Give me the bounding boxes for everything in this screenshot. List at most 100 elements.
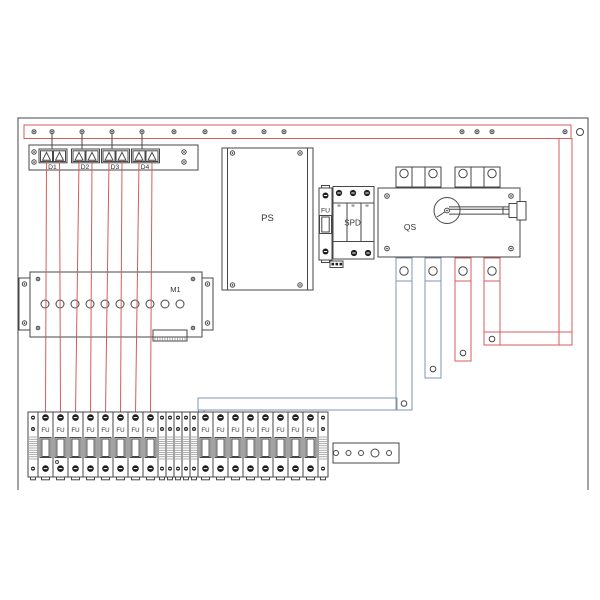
terminal-foot: [183, 476, 189, 481]
screw-dot: [111, 130, 113, 133]
fuse-module: FU: [127, 411, 144, 481]
fuse-window: [291, 438, 300, 457]
qs-output-bar: [483, 257, 501, 346]
screw-dot: [183, 151, 185, 153]
diode-module-label: D4: [141, 164, 150, 171]
power-supply-unit: PS: [221, 147, 314, 291]
screw-slot: [58, 417, 63, 419]
qs-output-bar: [395, 257, 413, 411]
qs-lug-hole: [399, 168, 409, 179]
terminal-block: [173, 411, 183, 481]
ground-bar-hole: [386, 450, 392, 456]
monitoring-module: M1: [18, 271, 214, 342]
screw-dot: [204, 130, 206, 133]
diode-symbol: [134, 151, 144, 161]
screw-slot: [160, 428, 164, 430]
fuse-module: FU: [97, 411, 114, 481]
spd-aux-pins: [331, 262, 343, 266]
fuse-window: [116, 438, 125, 457]
terminal-foot: [30, 476, 36, 481]
fuse-window: [201, 438, 210, 457]
bar-lug-hole: [458, 266, 468, 276]
screw-slot: [168, 428, 172, 430]
bar-run: [454, 280, 472, 362]
screw-dot: [231, 152, 234, 154]
screw-slot: [248, 468, 253, 470]
screw-slot: [160, 468, 164, 470]
screw-dot: [206, 322, 209, 324]
fu-label: FU: [321, 208, 330, 215]
screw-slot: [233, 468, 238, 470]
spd-pole-mark: [365, 204, 369, 207]
fuse-label: FU: [86, 427, 94, 434]
fuse-label: FU: [101, 427, 109, 434]
busbar-riser-right: [558, 138, 573, 346]
qs-corner-screws: [384, 193, 514, 252]
screw-slot: [321, 468, 325, 470]
fuse-label: FU: [201, 427, 209, 434]
screw-slot: [293, 417, 298, 419]
diode-strip: D1 D2 D3 D4: [28, 133, 199, 171]
screw-dot: [37, 327, 39, 329]
spd-pole-mark: [337, 204, 341, 207]
bar-end-hole: [459, 349, 467, 357]
fuse-module: FU: [37, 411, 54, 481]
diode-module: D3: [101, 133, 130, 171]
fuse-window: [276, 438, 285, 457]
cabinet: [17, 117, 589, 490]
screw-slot: [88, 417, 93, 419]
screw-slot: [192, 428, 196, 430]
diode-strip-screws: [31, 149, 187, 165]
dc-busbar: [23, 124, 573, 346]
diode-module-label: D2: [81, 164, 90, 171]
screw-slot: [168, 417, 172, 419]
cabinet-frame: [17, 117, 589, 490]
fuse-window: [306, 438, 315, 457]
fuse-foot: [71, 476, 80, 481]
fuse-window: [146, 438, 155, 457]
fuse-module: FU: [197, 411, 214, 481]
screw-slot: [365, 192, 369, 194]
qs-lug-hole: [487, 168, 497, 179]
screw-slot: [366, 252, 370, 254]
diode-module-label: D3: [111, 164, 120, 171]
fuse-foot: [56, 476, 65, 481]
screw-slot: [321, 428, 325, 430]
fuse-module: FU: [142, 411, 159, 481]
bar-lug-hole: [399, 266, 409, 276]
m1-connector-teeth: [154, 337, 186, 341]
screw-slot: [323, 195, 328, 196]
ground-bar-hole: [345, 450, 352, 456]
fuse-module: FU: [212, 411, 229, 481]
screw-slot: [278, 468, 283, 470]
bar-end-hole: [400, 400, 408, 407]
fuse-label: FU: [71, 427, 79, 434]
diode-module-label: D1: [48, 164, 57, 171]
screw-slot: [88, 468, 93, 470]
qs-handle-collar: [508, 203, 518, 218]
fuse-module: FU: [67, 411, 84, 481]
fuse-label: FU: [116, 427, 124, 434]
m1-ct-hole: [175, 299, 185, 309]
screw-dot: [510, 247, 512, 250]
fuse-label: FU: [131, 427, 139, 434]
screw-dot: [386, 195, 388, 197]
fuse-module: FU: [272, 411, 289, 481]
string-wire: [150, 161, 153, 414]
qs-output-bar: [454, 257, 472, 362]
terminal-foot: [175, 476, 181, 481]
string-wire: [135, 161, 140, 414]
bar-lug-hole: [487, 266, 497, 276]
fuse-foot: [146, 476, 155, 481]
fu-screws: [322, 192, 329, 255]
fuse-label: FU: [56, 427, 64, 434]
screw-slot: [203, 468, 208, 470]
fuse-label: FU: [291, 427, 299, 434]
fuse-detail-hole: [55, 460, 59, 464]
m1-ct-hole: [70, 299, 80, 309]
screw-dot: [141, 130, 143, 133]
fuse-label: FU: [246, 427, 254, 434]
fuse-module: FU: [227, 411, 244, 481]
screw-slot: [263, 468, 268, 470]
